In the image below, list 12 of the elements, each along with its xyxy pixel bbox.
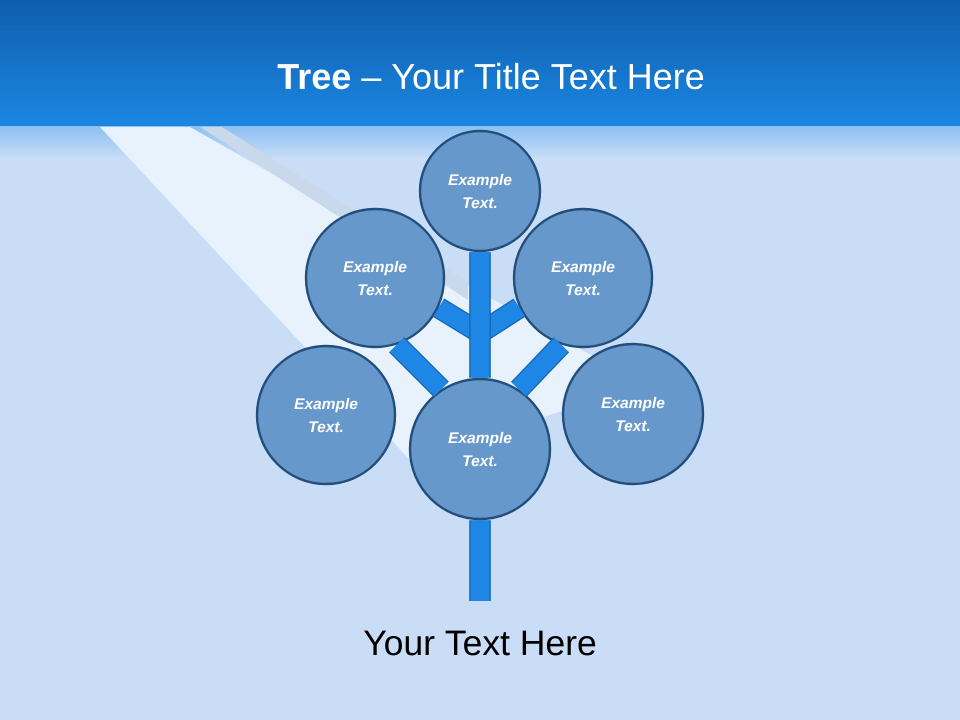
circle-node: Example Text. (562, 342, 704, 486)
circle-node: Example Text. (256, 344, 396, 486)
tree-trunk (469, 520, 491, 601)
circle-node: Example Text. (512, 208, 654, 348)
caption-text: Your Text Here (364, 630, 596, 656)
tree-branch (510, 337, 570, 397)
circle-node: Example Text. (408, 378, 552, 520)
circle-node: Example Text. (418, 130, 542, 252)
tree-trunk (469, 252, 491, 378)
circle-node: Example Text. (304, 208, 446, 348)
title: Tree – Your Title Text Here (278, 62, 704, 90)
tree-branch (389, 337, 449, 397)
